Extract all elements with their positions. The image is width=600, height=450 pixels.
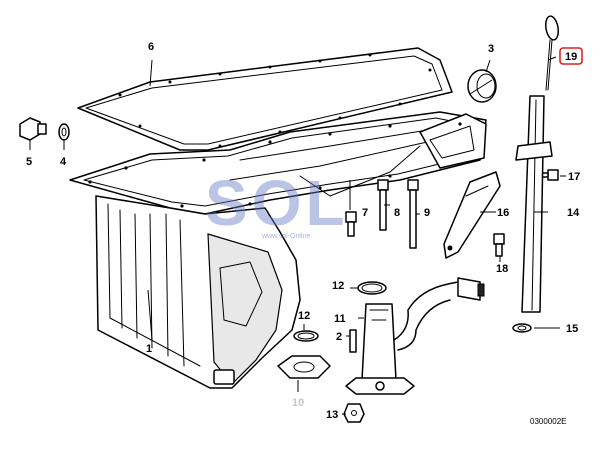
callout-4: 4 xyxy=(60,156,67,168)
stud-bolt[interactable] xyxy=(349,329,357,353)
sealing-cap[interactable] xyxy=(467,69,497,103)
callout-3: 3 xyxy=(488,43,494,55)
dipstick-bracket[interactable] xyxy=(443,171,501,259)
callout-11: 11 xyxy=(334,313,346,325)
callout-14: 14 xyxy=(567,207,580,219)
sensor-o-ring-lower[interactable] xyxy=(293,330,319,342)
sensor-o-ring-upper[interactable] xyxy=(357,281,387,295)
callout-7: 7 xyxy=(362,207,368,219)
watermark-text: SOL xyxy=(205,167,349,239)
callout-18: 18 xyxy=(496,263,508,275)
oil-dipstick[interactable] xyxy=(544,15,560,91)
callout-10: 10 xyxy=(292,397,304,409)
callout-17: 17 xyxy=(568,171,580,183)
highlighted-callout-19[interactable]: 19 xyxy=(559,47,583,65)
callout-16: 16 xyxy=(497,207,509,219)
sealing-washer[interactable] xyxy=(58,123,70,141)
callout-2: 2 xyxy=(336,331,342,343)
drain-plug[interactable] xyxy=(19,117,47,141)
callout-19: 19 xyxy=(565,51,577,63)
oil-level-sensor[interactable] xyxy=(345,277,485,395)
bolt-medium[interactable] xyxy=(377,179,389,231)
guide-tube-o-ring[interactable] xyxy=(512,323,532,333)
hex-nut[interactable] xyxy=(343,403,365,423)
oil-pan[interactable] xyxy=(69,111,487,389)
callout-1: 1 xyxy=(146,343,152,355)
callout-12-lower: 12 xyxy=(298,310,310,322)
callout-labels: 6 3 5 4 7 8 9 16 14 17 18 15 1 12 12 11 … xyxy=(26,41,580,421)
callout-13: 13 xyxy=(326,409,338,421)
bolt-short[interactable] xyxy=(345,211,357,237)
watermark: SOL www.sol-Online xyxy=(205,167,349,240)
callout-5: 5 xyxy=(26,156,32,168)
bracket-bolt[interactable] xyxy=(493,233,505,257)
bolt-long[interactable] xyxy=(407,179,419,249)
cover-plate[interactable] xyxy=(277,355,331,379)
watermark-subtext: www.sol-Online xyxy=(261,233,310,240)
callout-8: 8 xyxy=(394,207,400,219)
oil-pan-gasket[interactable] xyxy=(77,47,453,151)
callout-15: 15 xyxy=(566,323,578,335)
dipstick-guide-tube[interactable] xyxy=(515,95,553,313)
callout-9: 9 xyxy=(424,207,430,219)
drawing-code: 0300002E xyxy=(530,417,566,426)
leader-lines xyxy=(29,56,566,415)
callout-6: 6 xyxy=(148,41,154,53)
callout-12-upper: 12 xyxy=(332,280,344,292)
